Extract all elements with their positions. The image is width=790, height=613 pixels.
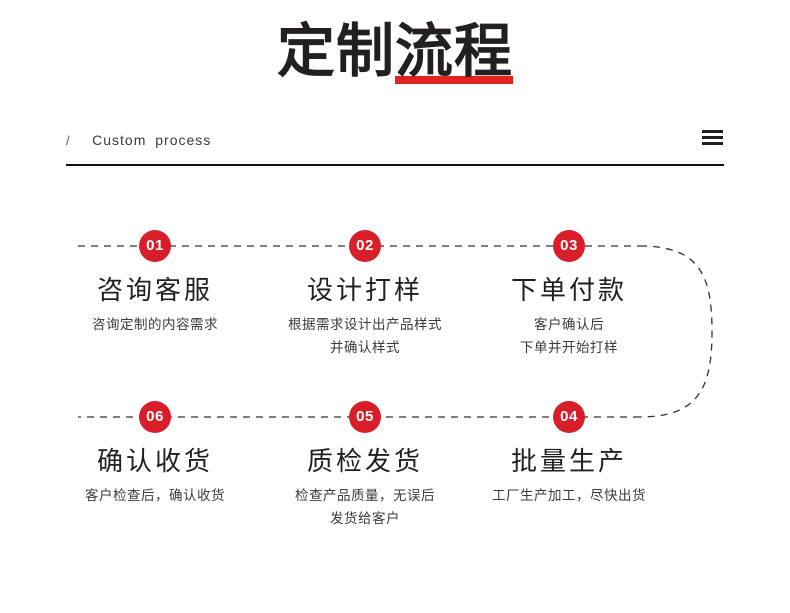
page-title-highlight: 流程: [395, 16, 514, 88]
page-title: 定制流程: [276, 16, 514, 88]
step-description-line: 客户检查后，确认收货: [85, 488, 225, 503]
flow-connector-path: [78, 245, 713, 418]
step-description-line: 根据需求设计出产品样式: [288, 317, 442, 332]
subheader-text: / Custom process: [66, 126, 211, 155]
step-number-badge: 05: [349, 401, 381, 433]
step-description: 客户检查后，确认收货: [50, 484, 260, 507]
step-title: 质检发货: [306, 446, 423, 476]
step-title: 咨询客服: [96, 275, 213, 305]
step-description-line: 并确认样式: [330, 340, 400, 355]
step-description: 工厂生产加工，尽快出货: [464, 484, 674, 507]
step-title: 批量生产: [510, 446, 627, 476]
step-number-badge: 06: [139, 401, 171, 433]
step-number-badge: 04: [553, 401, 585, 433]
step-number-badge: 02: [349, 230, 381, 262]
step-description-line: 下单并开始打样: [520, 340, 618, 355]
step-number-badge: 01: [139, 230, 171, 262]
subheader-slash: /: [66, 133, 71, 148]
page-title-main: 定制: [276, 19, 395, 84]
process-step-06[interactable]: 06 确认收货 客户检查后，确认收货: [50, 401, 260, 507]
hamburger-bar-2: [702, 136, 723, 139]
step-title: 确认收货: [96, 446, 213, 476]
process-step-05[interactable]: 05 质检发货 检查产品质量，无误后 发货给客户: [260, 401, 470, 530]
step-description-line: 检查产品质量，无误后: [295, 488, 435, 503]
process-step-03[interactable]: 03 下单付款 客户确认后 下单并开始打样: [464, 230, 674, 359]
hamburger-menu-icon[interactable]: [702, 130, 723, 145]
hamburger-bar-1: [702, 130, 723, 133]
step-description: 咨询定制的内容需求: [50, 313, 260, 336]
hamburger-bar-3: [702, 142, 723, 145]
step-description-line: 客户确认后: [534, 317, 604, 332]
step-description-line: 工厂生产加工，尽快出货: [492, 488, 646, 503]
page-title-block: 定制流程: [0, 16, 790, 96]
step-title: 下单付款: [510, 275, 627, 305]
step-description: 根据需求设计出产品样式 并确认样式: [260, 313, 470, 359]
step-description-line: 咨询定制的内容需求: [92, 317, 218, 332]
subheader: / Custom process: [66, 126, 724, 164]
process-step-04[interactable]: 04 批量生产 工厂生产加工，尽快出货: [464, 401, 674, 507]
step-description: 客户确认后 下单并开始打样: [464, 313, 674, 359]
header-divider: [66, 164, 724, 166]
dashed-curve-right: [639, 245, 713, 418]
subheader-english-label: Custom process: [92, 132, 212, 148]
step-title: 设计打样: [306, 275, 423, 305]
step-description: 检查产品质量，无误后 发货给客户: [260, 484, 470, 530]
process-step-01[interactable]: 01 咨询客服 咨询定制的内容需求: [50, 230, 260, 336]
process-flow: 01 咨询客服 咨询定制的内容需求 02 设计打样 根据需求设计出产品样式 并确…: [0, 196, 790, 556]
step-description-line: 发货给客户: [330, 511, 400, 526]
step-number-badge: 03: [553, 230, 585, 262]
process-step-02[interactable]: 02 设计打样 根据需求设计出产品样式 并确认样式: [260, 230, 470, 359]
